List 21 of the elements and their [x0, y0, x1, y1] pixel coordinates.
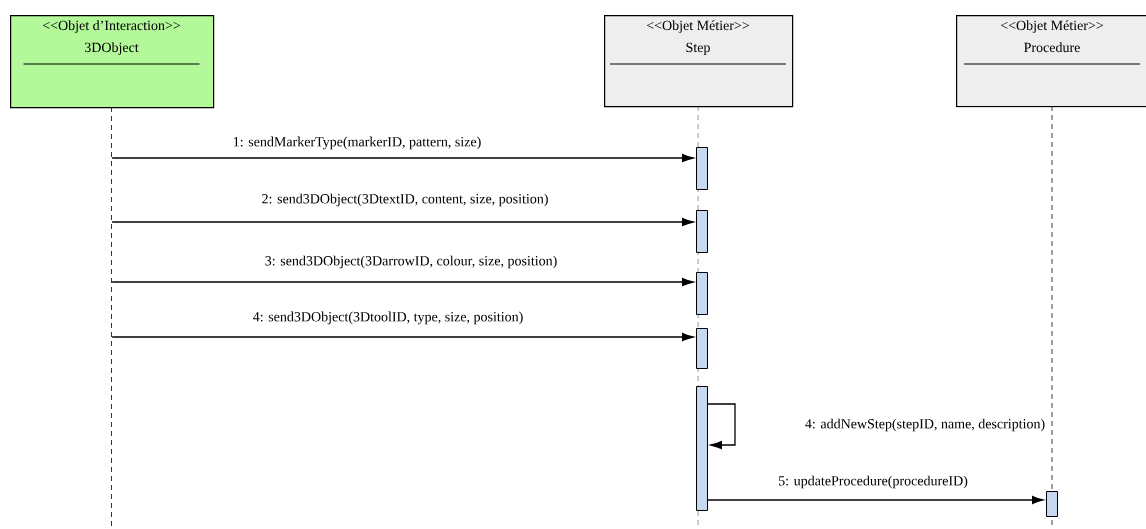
- activation-bar: [696, 272, 708, 315]
- activation-bar: [696, 386, 708, 511]
- edge-label: 1: sendMarkerType(markerID, pattern, size): [231, 135, 483, 151]
- object-box: <<Objet Métier>> Procedure: [956, 15, 1146, 108]
- object-box: <<Objet d’Interaction>> 3DObject: [10, 15, 215, 529]
- message-arrow: [111, 153, 694, 163]
- edge-label: 4: addNewStep(stepID, name, description): [803, 417, 1047, 433]
- message-arrow: [111, 332, 694, 342]
- activation-bar: [1046, 491, 1058, 517]
- edge-label: 3: send3DObject(3DarrowID, colour, size, position): [263, 254, 559, 270]
- edge-label: 4: send3DObject(3DtoolID, type, size, position): [251, 310, 525, 326]
- message-arrow: [707, 495, 1044, 505]
- edge-label: 5: updateProcedure(procedureID): [777, 474, 969, 490]
- message-arrow: [707, 403, 736, 450]
- object-box: <<Objet Métier>> Step: [604, 15, 794, 108]
- message-arrow: [111, 277, 694, 287]
- message-arrow: [111, 217, 694, 227]
- activation-bar: [696, 147, 708, 190]
- edge-label: 2: send3DObject(3DtextID, content, size, position): [260, 192, 550, 208]
- activation-bar: [696, 328, 708, 369]
- activation-bar: [696, 210, 708, 253]
